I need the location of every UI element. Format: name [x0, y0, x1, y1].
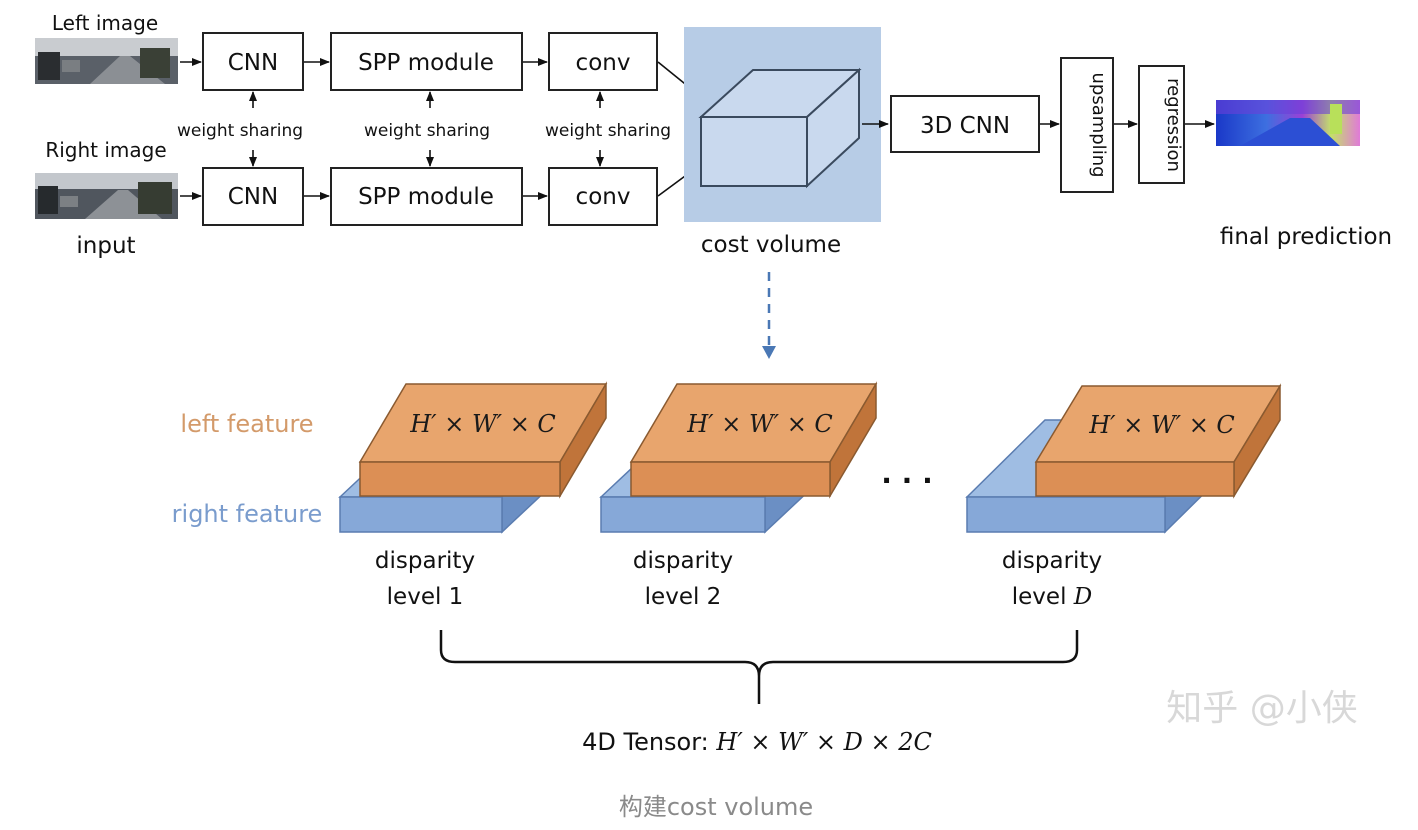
weight-sharing-label-3: weight sharing	[545, 121, 671, 141]
ellipsis: · · ·	[881, 464, 932, 497]
weight-sharing-label-1: weight sharing	[177, 121, 303, 141]
upsampling-label: upsampling	[1088, 72, 1109, 177]
level-2-label: level 2	[645, 584, 722, 610]
slab-formula-level-2: H′ × W′ × C	[686, 410, 833, 438]
figure-caption: 构建cost volume	[619, 793, 813, 821]
cnn3d-label: 3D CNN	[920, 113, 1010, 139]
slab-formula-level-d: H′ × W′ × C	[1088, 411, 1235, 439]
slab-formula-level-1: H′ × W′ × C	[409, 410, 556, 438]
conv-label-right: conv	[576, 184, 631, 210]
cnn-label-right: CNN	[228, 184, 278, 210]
final-prediction-image	[1216, 100, 1360, 146]
spp-label-left: SPP module	[358, 50, 494, 76]
conv-box-left	[548, 32, 658, 91]
disparity-word-d: disparity	[1002, 548, 1102, 574]
conv-label-left: conv	[576, 50, 631, 76]
watermark: 知乎 @小侠	[1166, 688, 1357, 729]
cnn-box-left	[202, 32, 304, 91]
left-image-label: Left image	[52, 11, 158, 35]
final-prediction-label: final prediction	[1220, 224, 1392, 250]
regression-label: regression	[1163, 78, 1184, 172]
cnn3d-box	[890, 95, 1040, 153]
level-d-var: D	[1073, 584, 1092, 610]
spp-box-left	[330, 32, 523, 91]
conv-box-right	[548, 167, 658, 226]
cost-volume-label: cost volume	[701, 232, 841, 258]
orange-slab-level-1	[358, 381, 608, 499]
tensor-label: 4D Tensor:	[582, 728, 716, 756]
tensor-formula: H′ × W′ × D × 2C	[715, 728, 931, 756]
dashed-arrow-head	[762, 346, 776, 359]
disparity-word-1: disparity	[375, 548, 475, 574]
level-d-label: level D	[1012, 584, 1092, 610]
spp-box-right	[330, 167, 523, 226]
orange-slab-level-2	[629, 381, 878, 499]
level-d-prefix: level	[1012, 584, 1074, 610]
disparity-word-2: disparity	[633, 548, 733, 574]
tensor-brace	[439, 630, 1079, 704]
cost-volume-cube	[698, 67, 862, 189]
cnn-box-right	[202, 167, 304, 226]
upsampling-box	[1060, 57, 1114, 193]
right-street-image	[35, 173, 178, 219]
level-1-label: level 1	[387, 584, 464, 610]
regression-box	[1138, 65, 1185, 184]
tensor-formula-line: 4D Tensor: H′ × W′ × D × 2C	[582, 728, 932, 756]
left-street-image	[35, 38, 178, 84]
spp-label-right: SPP module	[358, 184, 494, 210]
orange-slab-level-d	[1034, 383, 1282, 499]
weight-sharing-label-2: weight sharing	[364, 121, 490, 141]
right-feature-label: right feature	[172, 500, 323, 528]
right-image-label: Right image	[45, 138, 166, 162]
cnn-label-left: CNN	[228, 50, 278, 76]
input-label: input	[76, 233, 135, 259]
left-feature-label: left feature	[180, 410, 313, 438]
